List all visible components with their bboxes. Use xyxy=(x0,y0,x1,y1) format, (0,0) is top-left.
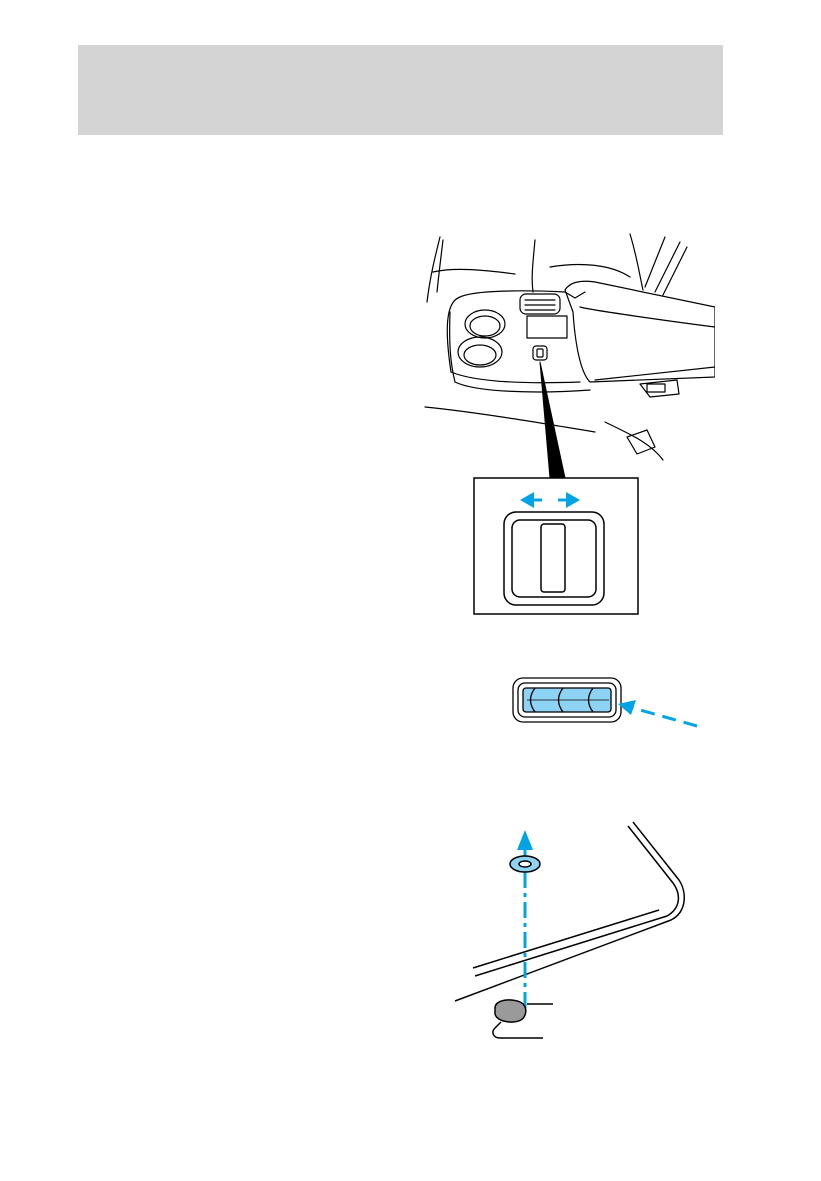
switch-detail-illustration xyxy=(470,470,645,620)
dome-lamp-illustration xyxy=(445,818,695,1048)
lens-illustration xyxy=(505,668,715,758)
header-band xyxy=(78,45,723,135)
console-illustration xyxy=(415,232,715,482)
